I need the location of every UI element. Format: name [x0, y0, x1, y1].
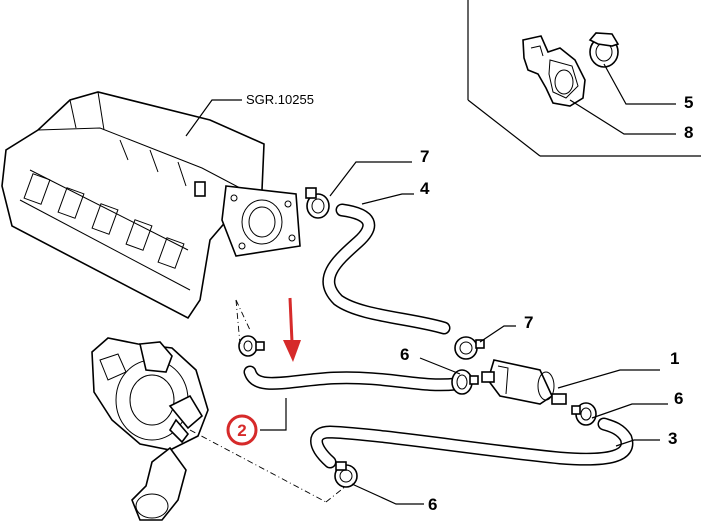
- clamp-7-lower: [454, 336, 485, 360]
- callout-8: 8: [684, 123, 693, 142]
- turbocharger: [91, 337, 209, 521]
- hose-part-4: [322, 203, 451, 335]
- clamp-6-bottom: [334, 461, 358, 488]
- hose-part-3: [310, 417, 634, 469]
- clamp-turbo: [238, 335, 265, 357]
- callout-6-right: 6: [674, 389, 683, 408]
- callout-7-lower: 7: [524, 313, 533, 332]
- clamp-part-5: [588, 32, 620, 68]
- callout-2: 2: [237, 421, 246, 440]
- callout-6-bottom: 6: [428, 495, 437, 514]
- callout-5: 5: [684, 93, 693, 112]
- bracket-part-8: [522, 35, 586, 107]
- callout-2-highlight: 2: [226, 414, 258, 446]
- clamp-6-middle: [451, 369, 479, 395]
- intake-manifold: [1, 91, 265, 320]
- clamp-7-upper: [305, 187, 330, 219]
- callout-7-upper: 7: [420, 147, 429, 166]
- callout-4: 4: [420, 179, 430, 198]
- callout-6-middle: 6: [400, 345, 409, 364]
- leader-lines: [185, 63, 676, 505]
- reference-code: SGR.10255: [246, 92, 314, 107]
- assembly-lines: [189, 299, 347, 503]
- hose-part-2: [243, 365, 463, 392]
- inset-frame: [467, 0, 701, 157]
- callout-1: 1: [670, 349, 679, 368]
- highlight-arrow: [283, 297, 301, 362]
- manifold-flange: [194, 181, 301, 257]
- clamp-6-right: [571, 402, 597, 426]
- callout-3: 3: [668, 429, 677, 448]
- valve-part-1: [481, 359, 567, 405]
